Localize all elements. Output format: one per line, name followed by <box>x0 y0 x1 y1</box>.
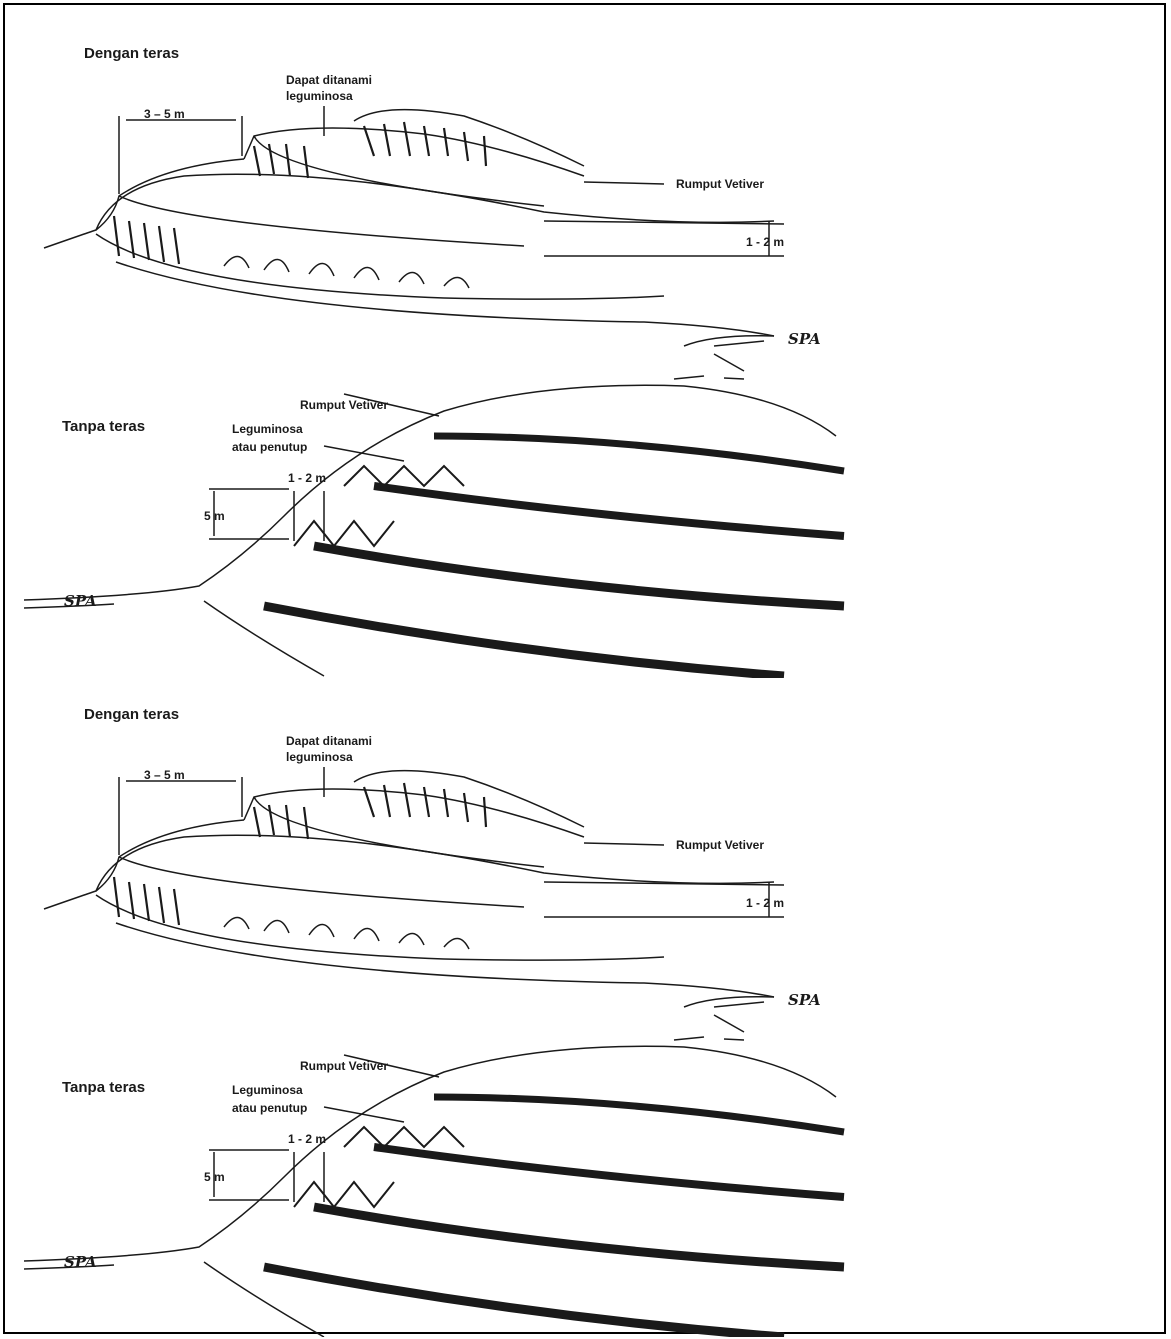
top-height-label: 1 - 2 m <box>746 236 784 248</box>
strip-width-label: 1 - 2 m <box>288 472 326 484</box>
strip-width-label: 1 - 2 m <box>288 1133 326 1145</box>
bottom-height-label: 5 m <box>204 510 225 522</box>
legume-label-line2: leguminosa <box>286 751 353 763</box>
bottom-spa-label: SPA <box>64 594 97 609</box>
bottom-vetiver-label: Rumput Vetiver <box>300 1060 388 1072</box>
top-vetiver-label: Rumput Vetiver <box>676 178 764 190</box>
top-diagram-title: Dengan teras <box>84 707 179 722</box>
terrace-width-label: 3 – 5 m <box>144 108 185 120</box>
legume-label-line1: Dapat ditanami <box>286 735 372 747</box>
bottom-diagram-title: Tanpa teras <box>62 419 145 434</box>
legume-label-line2: leguminosa <box>286 90 353 102</box>
bottom-legume-line2: atau penutup <box>232 441 307 453</box>
terrace-width-label: 3 – 5 m <box>144 769 185 781</box>
legume-label-line1: Dapat ditanami <box>286 74 372 86</box>
top-diagram-title: Dengan teras <box>84 46 179 61</box>
bottom-diagram-title: Tanpa teras <box>62 1080 145 1095</box>
top-spa-label: SPA <box>788 993 821 1008</box>
illustration-panel-2: Dengan teras Dapat ditanami leguminosa 3… <box>24 677 870 1337</box>
top-vetiver-label: Rumput Vetiver <box>676 839 764 851</box>
top-spa-label: SPA <box>788 332 821 347</box>
bottom-legume-line2: atau penutup <box>232 1102 307 1114</box>
bottom-height-label: 5 m <box>204 1171 225 1183</box>
illustration-panel-1: Dengan teras Dapat ditanami leguminosa 3… <box>24 16 870 678</box>
bottom-spa-label: SPA <box>64 1255 97 1270</box>
bottom-vetiver-label: Rumput Vetiver <box>300 399 388 411</box>
top-height-label: 1 - 2 m <box>746 897 784 909</box>
bottom-legume-line1: Leguminosa <box>232 1084 303 1096</box>
bottom-legume-line1: Leguminosa <box>232 423 303 435</box>
